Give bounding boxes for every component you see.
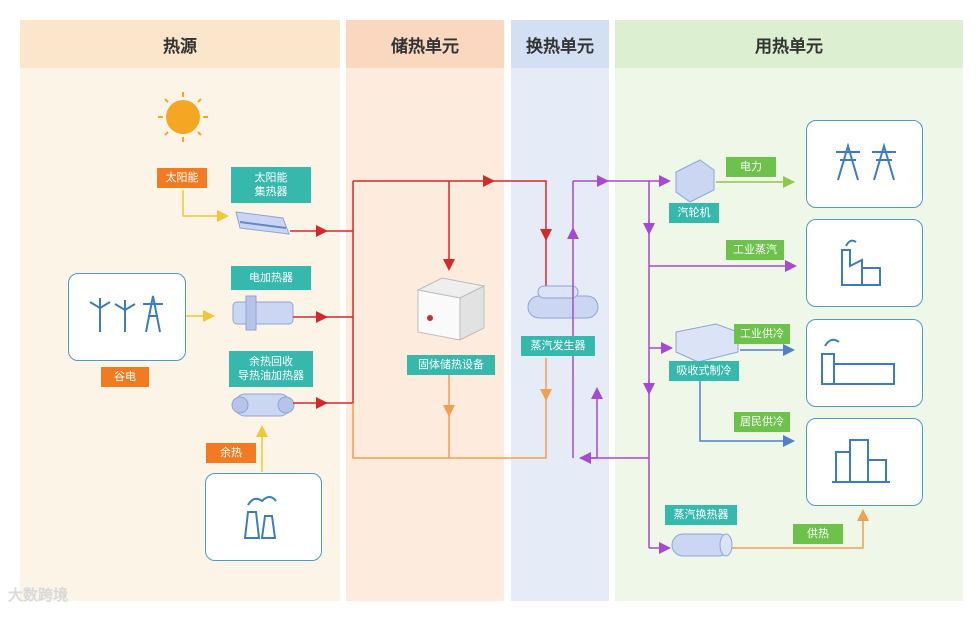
solar-collector-label: 太阳能 集热器 bbox=[231, 167, 311, 203]
industrial-cooling-tag: 工业供冷 bbox=[734, 324, 790, 344]
resident-cooling-tag: 居民供冷 bbox=[734, 412, 790, 432]
power-tag: 电力 bbox=[726, 157, 776, 177]
factory-box bbox=[806, 219, 923, 307]
watermark-text: 大数跨境 bbox=[8, 586, 69, 604]
factory-icon bbox=[841, 239, 881, 286]
waste-heat-tag: 余热 bbox=[206, 443, 256, 463]
steam-generator-label: 蒸汽发生器 bbox=[521, 336, 595, 356]
waste-heat-box bbox=[205, 473, 322, 561]
waste-heater-label: 余热回收 导热油加热器 bbox=[229, 351, 313, 387]
power-plant-icon bbox=[243, 496, 277, 539]
watermark: 大数跨境 bbox=[8, 584, 68, 605]
thermal-oil-heater-icon bbox=[231, 393, 295, 417]
industrial-plant-icon bbox=[821, 338, 895, 385]
wind-turbine-icon bbox=[89, 298, 136, 332]
electric-heater-icon bbox=[232, 295, 294, 331]
electric-heater-label: 电加热器 bbox=[231, 266, 311, 290]
valley-power-box bbox=[68, 273, 186, 361]
city-buildings-box bbox=[806, 418, 923, 506]
column-title-heat-use: 用热单元 bbox=[615, 20, 963, 68]
steam-turbine-icon bbox=[675, 159, 715, 203]
solid-heat-storage-icon bbox=[416, 277, 486, 341]
power-tower-icon bbox=[143, 295, 163, 333]
column-title-heat-source: 热源 bbox=[20, 20, 340, 68]
solar-tag: 太阳能 bbox=[157, 168, 207, 188]
solar-collector-icon bbox=[235, 211, 290, 235]
solid-heat-storage-label: 固体储热设备 bbox=[407, 355, 495, 375]
turbine-label: 汽轮机 bbox=[669, 203, 719, 223]
column-heat-use: 用热单元 bbox=[615, 20, 963, 601]
transmission-tower-icon bbox=[836, 142, 896, 181]
absorption-chiller-icon bbox=[675, 323, 739, 363]
steam-exchanger-label: 蒸汽换热器 bbox=[665, 505, 737, 525]
column-title-heat-storage: 储热单元 bbox=[346, 20, 504, 68]
steam-heat-exchanger-icon bbox=[671, 533, 733, 557]
power-tower-box bbox=[806, 120, 923, 208]
absorption-chiller-label: 吸收式制冷 bbox=[669, 361, 739, 381]
valley-power-tag: 谷电 bbox=[101, 367, 149, 387]
steam-generator-icon bbox=[527, 285, 599, 319]
column-title-heat-exchange: 换热单元 bbox=[511, 20, 609, 68]
industrial-steam-tag: 工业蒸汽 bbox=[726, 240, 784, 260]
city-buildings-icon bbox=[832, 439, 890, 483]
heating-tag: 供热 bbox=[793, 524, 843, 544]
sun-icon bbox=[158, 92, 208, 142]
